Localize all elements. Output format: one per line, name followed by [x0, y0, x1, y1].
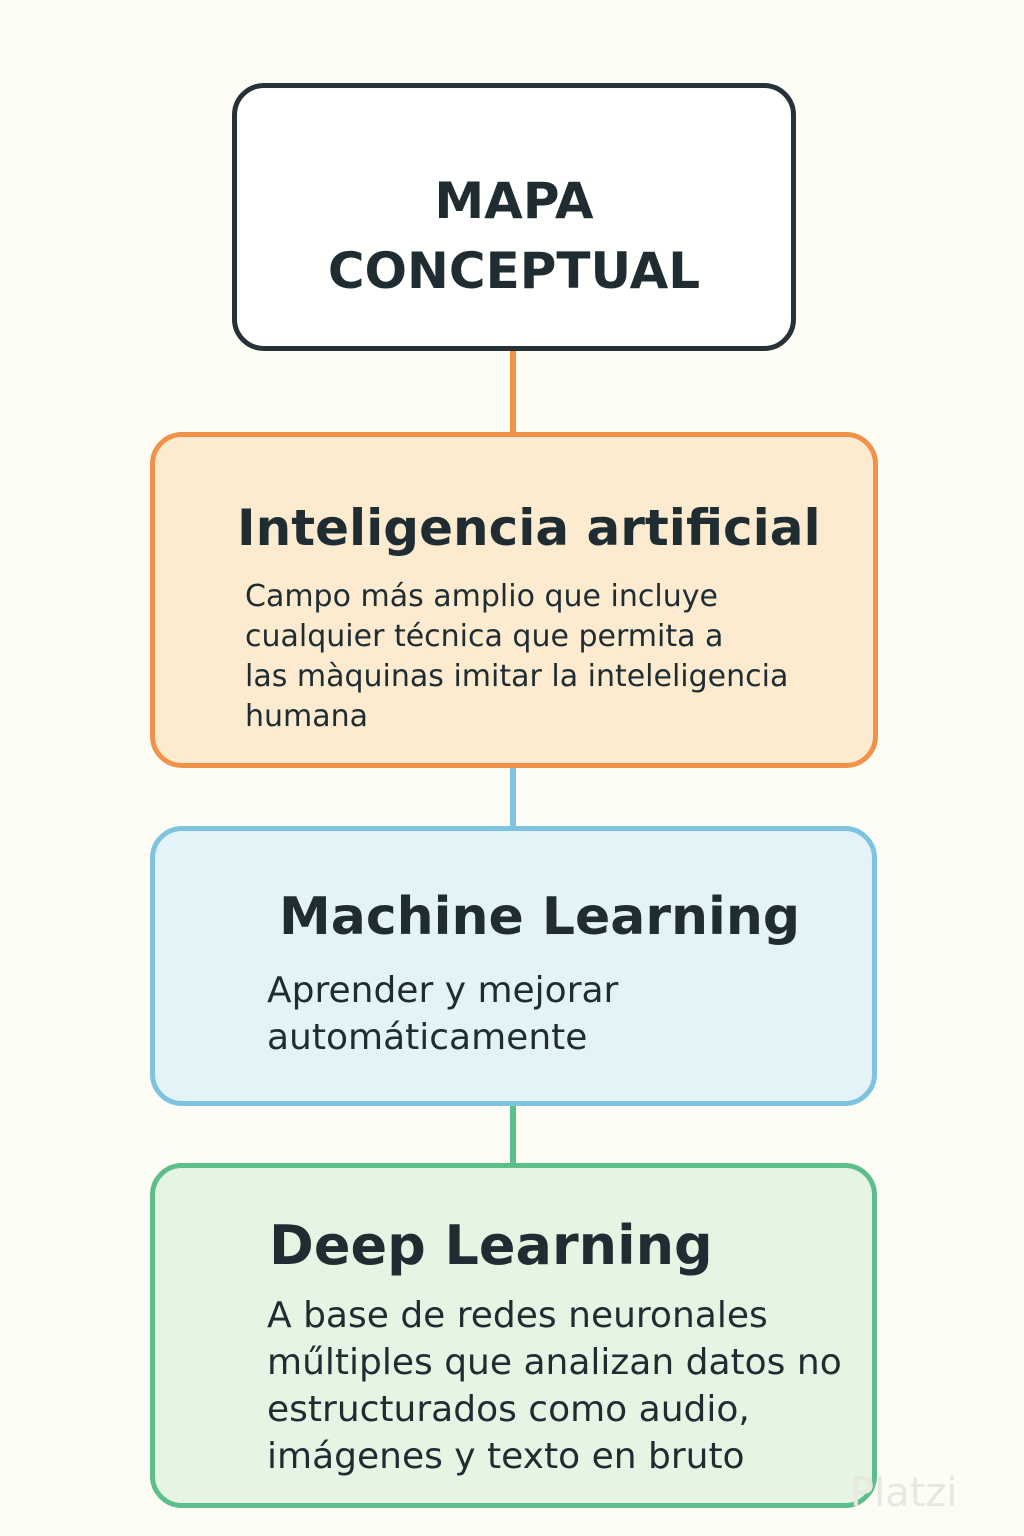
node-description: Aprender y mejorar automáticamente — [267, 970, 619, 1058]
node-description: A base de redes neuronales műltiples que… — [267, 1295, 842, 1477]
connector-root-ia — [510, 350, 516, 434]
node-description: Campo más amplio que incluye cualquier t… — [245, 579, 789, 734]
connector-ml-dl — [510, 1104, 516, 1165]
platzi-watermark: Platzi — [850, 1470, 958, 1516]
node-title: Inteligencia artificial — [237, 499, 821, 557]
connector-ia-ml — [510, 766, 516, 828]
root-node: MAPA CONCEPTUAL — [232, 83, 796, 351]
node-title: Machine Learning — [279, 887, 801, 947]
node-deep-learning: Deep Learning A base de redes neuronales… — [150, 1163, 877, 1508]
root-title: MAPA CONCEPTUAL — [327, 172, 701, 300]
node-inteligencia-artificial: Inteligencia artificial Campo más amplio… — [150, 432, 878, 768]
node-machine-learning: Machine Learning Aprender y mejorar auto… — [150, 826, 877, 1106]
node-title: Deep Learning — [269, 1214, 713, 1277]
